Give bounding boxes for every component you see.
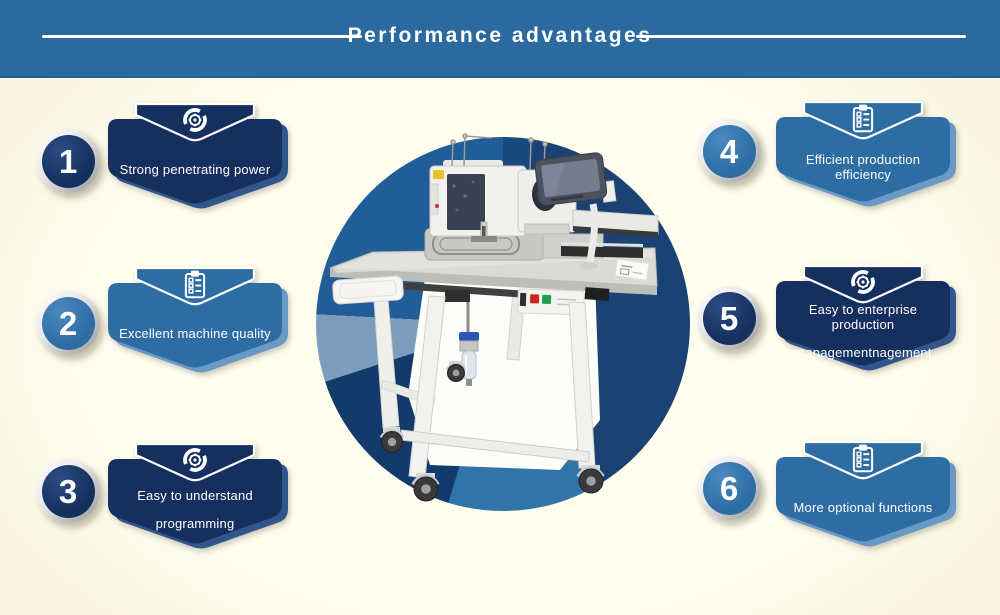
number-badge: 6 xyxy=(697,456,761,520)
photo-white-backdrop xyxy=(408,278,600,470)
gear-sync-icon xyxy=(844,267,882,297)
thread-stand xyxy=(450,133,548,173)
banner-text-line-2: programming xyxy=(155,515,235,531)
number-badge: 3 xyxy=(36,459,100,523)
red-button xyxy=(529,294,540,304)
caster-wheel xyxy=(411,473,440,502)
clipboard-checklist-icon xyxy=(181,269,209,300)
badge-number: 2 xyxy=(41,296,95,350)
air-filter-unit xyxy=(459,302,479,386)
advantage-banner: More optional functions xyxy=(768,440,958,558)
number-badge: 4 xyxy=(697,119,761,183)
number-badge: 1 xyxy=(36,129,100,193)
clipboard-checklist-icon xyxy=(849,443,877,474)
banner-text-line-1: Easy to understand xyxy=(137,487,253,503)
storage-tray xyxy=(332,275,404,305)
sewing-machine-photo xyxy=(329,133,659,502)
banner-text-line-1: Excellent machine quality xyxy=(119,325,271,341)
number-badge: 5 xyxy=(697,286,761,350)
header-rule-right xyxy=(636,35,966,38)
table-label xyxy=(614,258,650,281)
badge-number: 4 xyxy=(702,124,756,178)
monitor xyxy=(534,152,617,206)
advantage-banner: Excellent machine quality xyxy=(100,266,290,384)
caster-wheel xyxy=(379,427,405,453)
header-bar: Performance advantages xyxy=(0,0,1000,78)
banner-text-line-1: Efficient production efficiency xyxy=(805,152,921,182)
banner-text-line-1: Easy to enterprise production xyxy=(808,302,918,332)
number-badge: 2 xyxy=(36,291,100,355)
badge-number: 6 xyxy=(702,461,756,515)
page-title: Performance advantages xyxy=(347,24,653,47)
badge-number: 1 xyxy=(41,134,95,188)
caster-wheel xyxy=(576,465,605,494)
caster-wheel xyxy=(446,361,466,382)
badge-number: 3 xyxy=(41,464,95,518)
clipboard-checklist-icon xyxy=(849,103,877,134)
banner-text-line-1: Strong penetrating power xyxy=(119,161,271,177)
gear-sync-icon xyxy=(176,445,214,475)
green-button xyxy=(541,294,552,304)
banner-text-line-2: managementnagement xyxy=(794,345,932,360)
monitor-arm xyxy=(586,203,599,263)
advantage-banner: Strong penetrating power xyxy=(100,102,290,220)
banner-text-line-1: More optional functions xyxy=(793,499,933,515)
advantage-banner: Easy to enterprise production management… xyxy=(768,264,958,382)
advantage-banner: Easy to understand programming xyxy=(100,442,290,560)
badge-number: 5 xyxy=(702,291,756,345)
header-rule-left xyxy=(42,35,362,38)
gear-sync-icon xyxy=(176,105,214,135)
machine-head xyxy=(429,160,527,242)
advantage-banner: Efficient production efficiency xyxy=(768,100,958,218)
